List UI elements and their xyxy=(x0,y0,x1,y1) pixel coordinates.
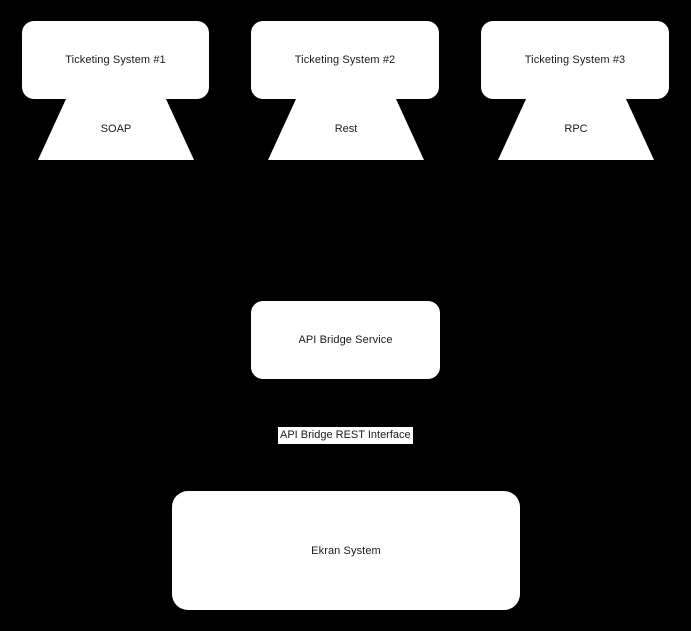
node-label-ekran-system: Ekran System xyxy=(311,544,381,557)
node-ticketing-system-2[interactable]: Ticketing System #2 xyxy=(251,21,439,99)
protocol-shape-rest[interactable]: Rest xyxy=(268,99,424,160)
node-label-ticketing-system-2: Ticketing System #2 xyxy=(294,54,396,66)
trapezoid-icon xyxy=(268,99,424,160)
node-ticketing-system-3[interactable]: Ticketing System #3 xyxy=(481,21,669,99)
protocol-label-rest: Rest xyxy=(334,123,358,135)
protocol-shape-soap[interactable]: SOAP xyxy=(38,99,194,160)
edge-label-api-bridge-rest-interface: API Bridge REST Interface xyxy=(278,427,413,444)
node-label-api-bridge-service: API Bridge Service xyxy=(298,334,393,346)
node-api-bridge-service[interactable]: API Bridge Service xyxy=(251,301,440,379)
node-label-ticketing-system-3: Ticketing System #3 xyxy=(524,54,626,66)
protocol-shape-rpc[interactable]: RPC xyxy=(498,99,654,160)
protocol-label-rpc: RPC xyxy=(564,123,588,135)
node-ticketing-system-1[interactable]: Ticketing System #1 xyxy=(22,21,209,99)
trapezoid-icon xyxy=(498,99,654,160)
trapezoid-icon xyxy=(38,99,194,160)
node-ekran-system[interactable]: Ekran System xyxy=(172,491,520,610)
node-label-ticketing-system-1: Ticketing System #1 xyxy=(65,54,166,66)
protocol-label-soap: SOAP xyxy=(100,123,132,135)
